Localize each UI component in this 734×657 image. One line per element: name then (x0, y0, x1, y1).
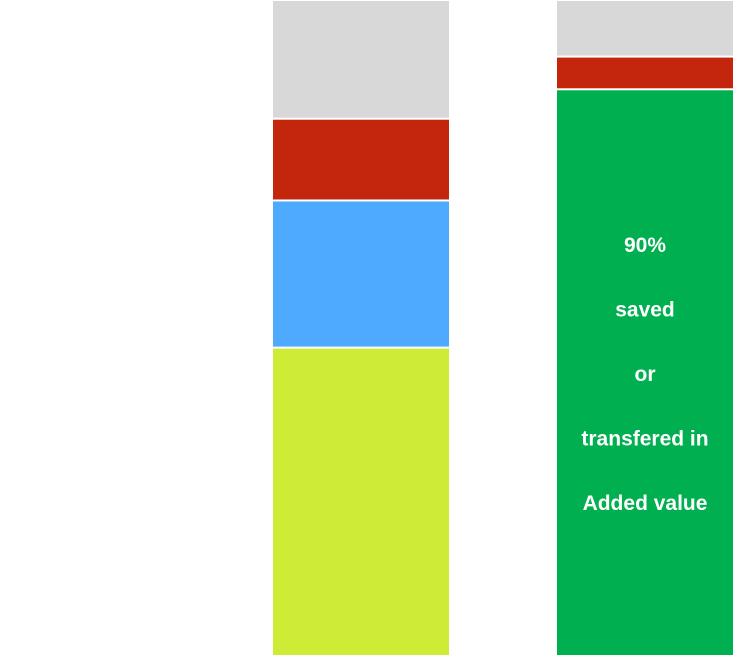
bar-2-label-line-2: saved (615, 299, 675, 322)
bar-2-label-line-3: or (635, 363, 656, 386)
labels-layer: 90% saved or transfered in Added value (581, 234, 708, 515)
bar-1-segment-4 (273, 1, 449, 118)
bar-1-segment-2 (273, 201, 449, 347)
bar-2-segment-1 (557, 90, 733, 656)
bars-layer (273, 1, 733, 656)
bar-2-segment-3 (557, 1, 733, 56)
bar-2-label-line-5: Added value (583, 492, 708, 515)
bar-2-segment-2 (557, 57, 733, 89)
bar-1-segment-1 (273, 348, 449, 655)
bar-2-label-line-1: 90% (624, 234, 666, 257)
bar-2-label-line-4: transfered in (581, 428, 708, 451)
bar-1-segment-3 (273, 119, 449, 200)
